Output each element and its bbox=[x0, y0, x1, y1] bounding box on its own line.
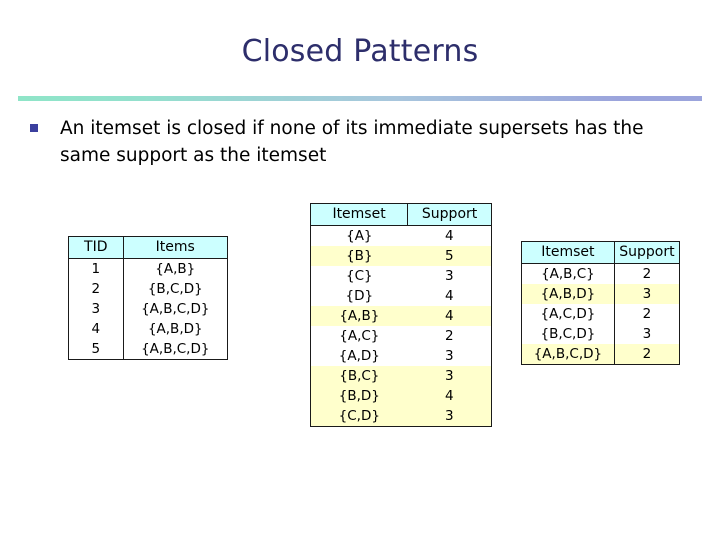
cell-itemset: {C,D} bbox=[311, 406, 408, 426]
cell-support: 4 bbox=[407, 225, 491, 246]
cell-tid: 5 bbox=[69, 339, 124, 359]
transaction-rows: 1{A,B}2{B,C,D}3{A,B,C,D}4{A,B,D}5{A,B,C,… bbox=[69, 258, 227, 359]
table-row: {A,B,C,D}2 bbox=[522, 344, 679, 364]
table-row: 5{A,B,C,D} bbox=[69, 339, 227, 359]
transaction-database-table: TID Items 1{A,B}2{B,C,D}3{A,B,C,D}4{A,B,… bbox=[68, 236, 228, 360]
table-row: {C,D}3 bbox=[311, 406, 491, 426]
table-header-row: Itemset Support bbox=[311, 204, 491, 226]
cell-items: {A,B,C,D} bbox=[123, 339, 227, 359]
cell-tid: 2 bbox=[69, 279, 124, 299]
cell-support: 3 bbox=[407, 346, 491, 366]
cell-itemset: {A,D} bbox=[311, 346, 408, 366]
table-row: 1{A,B} bbox=[69, 258, 227, 279]
cell-support: 2 bbox=[614, 263, 679, 284]
bullet-text: An itemset is closed if none of its imme… bbox=[60, 118, 644, 166]
title-divider-rule bbox=[18, 96, 702, 101]
cell-support: 2 bbox=[614, 344, 679, 364]
cell-itemset: {B,C} bbox=[311, 366, 408, 386]
closed-rows: {A,B,C}2{A,B,D}3{A,C,D}2{B,C,D}3{A,B,C,D… bbox=[522, 263, 679, 364]
cell-itemset: {A,C,D} bbox=[522, 304, 615, 324]
cell-support: 4 bbox=[407, 306, 491, 326]
cell-support: 3 bbox=[614, 324, 679, 344]
table-row: {B,C}3 bbox=[311, 366, 491, 386]
cell-itemset: {A,B,D} bbox=[522, 284, 615, 304]
table-row: {A,C}2 bbox=[311, 326, 491, 346]
cell-support: 2 bbox=[614, 304, 679, 324]
cell-support: 2 bbox=[407, 326, 491, 346]
itemset-support-table: Itemset Support {A}4{B}5{C}3{D}4{A,B}4{A… bbox=[310, 203, 492, 427]
cell-items: {A,B,D} bbox=[123, 319, 227, 339]
table-row: {A,D}3 bbox=[311, 346, 491, 366]
table-row: {A,B,C}2 bbox=[522, 263, 679, 284]
table-row: {B}5 bbox=[311, 246, 491, 266]
square-bullet-icon bbox=[30, 124, 38, 132]
cell-tid: 3 bbox=[69, 299, 124, 319]
bullet-item: An itemset is closed if none of its imme… bbox=[30, 115, 695, 169]
column-header-tid: TID bbox=[69, 237, 124, 259]
table-row: {D}4 bbox=[311, 286, 491, 306]
cell-items: {B,C,D} bbox=[123, 279, 227, 299]
column-header-itemset: Itemset bbox=[311, 204, 409, 226]
table-row: {C}3 bbox=[311, 266, 491, 286]
cell-support: 3 bbox=[407, 406, 491, 426]
cell-support: 3 bbox=[407, 366, 491, 386]
cell-itemset: {C} bbox=[311, 266, 408, 286]
table-row: {B,C,D}3 bbox=[522, 324, 679, 344]
table-row: 4{A,B,D} bbox=[69, 319, 227, 339]
cell-itemset: {B,D} bbox=[311, 386, 408, 406]
cell-itemset: {A,B,C,D} bbox=[522, 344, 615, 364]
cell-itemset: {D} bbox=[311, 286, 408, 306]
table-row: {B,D}4 bbox=[311, 386, 491, 406]
cell-items: {A,B} bbox=[123, 258, 227, 279]
cell-support: 3 bbox=[614, 284, 679, 304]
cell-support: 4 bbox=[407, 386, 491, 406]
column-header-itemset: Itemset bbox=[522, 242, 615, 264]
table-row: 2{B,C,D} bbox=[69, 279, 227, 299]
cell-itemset: {B,C,D} bbox=[522, 324, 615, 344]
support-rows: {A}4{B}5{C}3{D}4{A,B}4{A,C}2{A,D}3{B,C}3… bbox=[311, 225, 491, 426]
cell-support: 4 bbox=[407, 286, 491, 306]
column-header-items: Items bbox=[123, 237, 227, 259]
cell-itemset: {A} bbox=[311, 225, 408, 246]
table-row: {A,B}4 bbox=[311, 306, 491, 326]
cell-itemset: {B} bbox=[311, 246, 408, 266]
cell-items: {A,B,C,D} bbox=[123, 299, 227, 319]
cell-tid: 4 bbox=[69, 319, 124, 339]
cell-itemset: {A,B,C} bbox=[522, 263, 615, 284]
cell-itemset: {A,B} bbox=[311, 306, 408, 326]
cell-itemset: {A,C} bbox=[311, 326, 408, 346]
table-row: {A,C,D}2 bbox=[522, 304, 679, 324]
table-row: {A,B,D}3 bbox=[522, 284, 679, 304]
table-header-row: TID Items bbox=[69, 237, 227, 259]
cell-support: 5 bbox=[407, 246, 491, 266]
table-row: 3{A,B,C,D} bbox=[69, 299, 227, 319]
column-header-support: Support bbox=[407, 204, 491, 226]
table-row: {A}4 bbox=[311, 225, 491, 246]
page-title: Closed Patterns bbox=[241, 34, 479, 69]
cell-tid: 1 bbox=[69, 258, 124, 279]
table-header-row: Itemset Support bbox=[522, 242, 679, 264]
closed-itemset-table: Itemset Support {A,B,C}2{A,B,D}3{A,C,D}2… bbox=[521, 241, 680, 365]
column-header-support: Support bbox=[614, 242, 679, 264]
cell-support: 3 bbox=[407, 266, 491, 286]
